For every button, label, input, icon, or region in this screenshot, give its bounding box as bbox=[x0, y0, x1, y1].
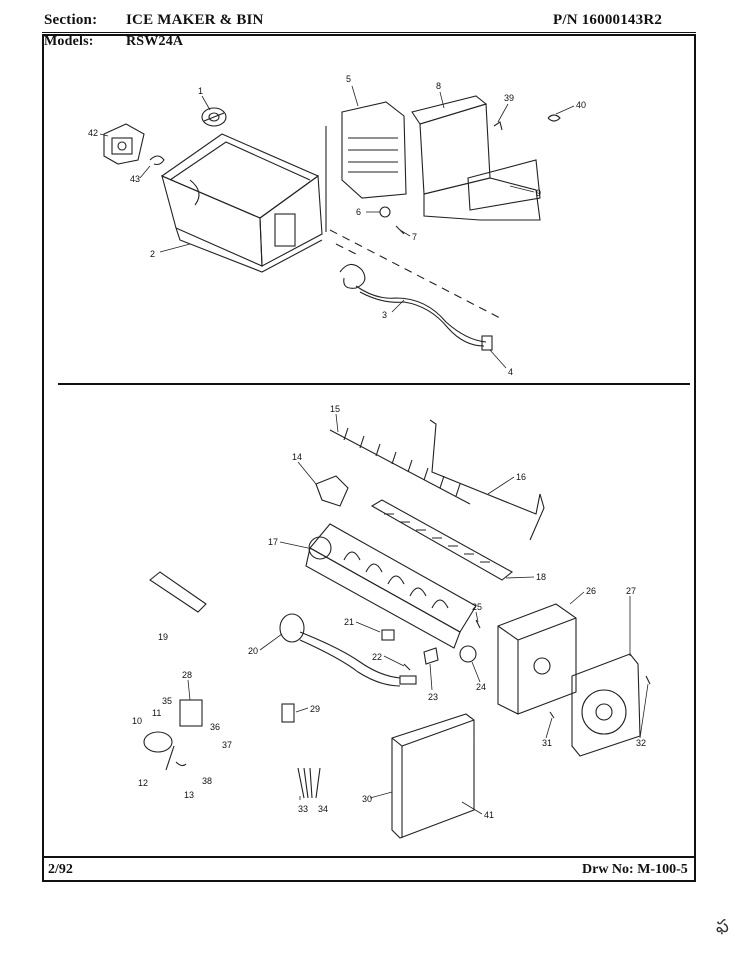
callout-31: 31 bbox=[542, 738, 552, 748]
callout-5: 5 bbox=[346, 74, 351, 84]
callout-15: 15 bbox=[330, 404, 340, 414]
diagram-frame bbox=[42, 34, 696, 882]
callout-27: 27 bbox=[626, 586, 636, 596]
front-cover-30-part bbox=[391, 713, 475, 839]
callout-22: 22 bbox=[372, 652, 382, 662]
shutoff-arm-part bbox=[429, 419, 545, 541]
bracket-23-part bbox=[423, 647, 439, 665]
callout-8: 8 bbox=[436, 81, 441, 91]
housing-panel-part bbox=[325, 101, 407, 232]
clip-22-part bbox=[403, 663, 411, 671]
part-number: P/N 16000143R2 bbox=[553, 12, 663, 28]
section-divider bbox=[58, 383, 690, 385]
callout-21: 21 bbox=[344, 617, 354, 627]
callout-42: 42 bbox=[88, 128, 98, 138]
callout-16: 16 bbox=[516, 472, 526, 482]
callout-36: 36 bbox=[210, 722, 220, 732]
callout-32: 32 bbox=[636, 738, 646, 748]
screw-31-part bbox=[549, 711, 555, 719]
screw-25-part bbox=[475, 619, 481, 629]
margin-scribble: ఫ bbox=[716, 916, 729, 937]
callout-29: 29 bbox=[310, 704, 320, 714]
section-value: ICE MAKER & BIN bbox=[126, 12, 264, 28]
callout-19: 19 bbox=[158, 632, 168, 642]
callout-10: 10 bbox=[132, 716, 142, 726]
drawing-number: Drw No: M-100-5 bbox=[582, 862, 688, 877]
callout-9: 9 bbox=[536, 188, 541, 198]
callout-38: 38 bbox=[202, 776, 212, 786]
callout-33: 33 bbox=[298, 804, 308, 814]
callout-30: 30 bbox=[362, 794, 372, 804]
callout-28: 28 bbox=[182, 670, 192, 680]
screws-33-34-part bbox=[297, 767, 321, 799]
callout-23: 23 bbox=[428, 692, 438, 702]
callout-11: 11 bbox=[152, 708, 161, 718]
callout-14: 14 bbox=[292, 452, 302, 462]
motor-plate-part bbox=[571, 653, 641, 757]
callout-2: 2 bbox=[150, 249, 155, 259]
gear-part bbox=[459, 645, 477, 663]
fill-tube-part bbox=[149, 571, 207, 613]
bracket-14-part bbox=[315, 475, 349, 507]
callout-34: 34 bbox=[318, 804, 328, 814]
fuse-holder-part bbox=[281, 703, 295, 723]
auger-part bbox=[201, 107, 227, 127]
thermostat-part bbox=[381, 629, 395, 641]
front-cover-part bbox=[411, 95, 541, 221]
heater-harness-part bbox=[279, 613, 417, 687]
control-housing-part bbox=[497, 603, 577, 715]
water-valve-part bbox=[143, 699, 203, 771]
callout-4: 4 bbox=[508, 367, 513, 377]
grommet-part bbox=[379, 206, 391, 218]
ejector-part bbox=[329, 427, 471, 505]
callout-12: 12 bbox=[138, 778, 148, 788]
callout-25: 25 bbox=[472, 602, 482, 612]
section-label: Section: bbox=[44, 12, 98, 28]
callout-24: 24 bbox=[476, 682, 486, 692]
clip-40-part bbox=[547, 114, 561, 122]
ice-bin-part bbox=[160, 133, 323, 273]
callout-7: 7 bbox=[412, 232, 417, 242]
callout-41: 41 bbox=[484, 810, 494, 820]
callout-35: 35 bbox=[162, 696, 172, 706]
callout-18: 18 bbox=[536, 572, 546, 582]
screw-32-part bbox=[645, 675, 651, 685]
hinge-clip-part bbox=[493, 121, 503, 131]
callout-17: 17 bbox=[268, 537, 278, 547]
mold-part bbox=[305, 523, 477, 649]
callout-37: 37 bbox=[222, 740, 232, 750]
clip-part bbox=[149, 155, 165, 166]
models-value: RSW24A bbox=[126, 34, 184, 49]
footer-rule bbox=[42, 856, 696, 858]
callout-6: 6 bbox=[356, 207, 361, 217]
callout-20: 20 bbox=[248, 646, 258, 656]
motor-bracket-part bbox=[103, 123, 145, 165]
wire-harness-part bbox=[339, 263, 493, 351]
callout-39: 39 bbox=[504, 93, 514, 103]
models-label: Models: bbox=[44, 34, 94, 49]
callout-40: 40 bbox=[576, 100, 586, 110]
callout-13: 13 bbox=[184, 790, 194, 800]
callout-3: 3 bbox=[382, 310, 387, 320]
header-rule bbox=[42, 32, 696, 33]
callout-26: 26 bbox=[586, 586, 596, 596]
stripper-part bbox=[370, 499, 513, 581]
callout-1: 1 bbox=[198, 86, 203, 96]
footer-date: 2/92 bbox=[48, 862, 73, 877]
callout-43: 43 bbox=[130, 174, 140, 184]
